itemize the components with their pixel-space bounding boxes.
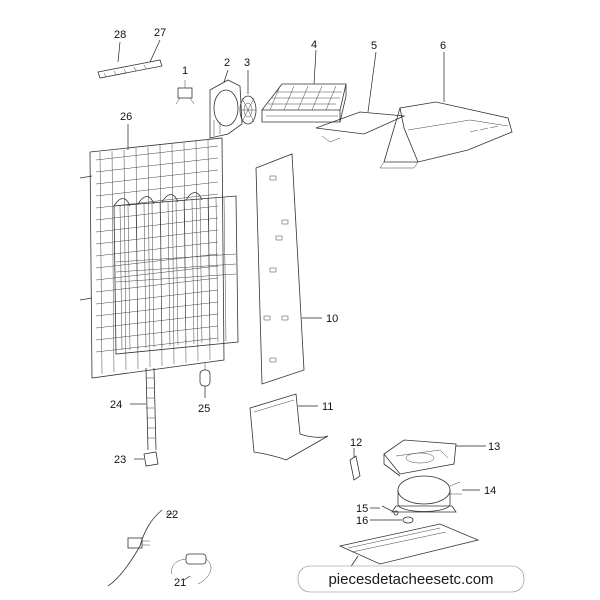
evap-tray-drawing <box>383 439 486 477</box>
part-label-25-text: 25 <box>198 403 210 415</box>
compressor-drawing <box>391 475 480 513</box>
part-label-2: 2 <box>224 57 230 69</box>
part-label-21: 21 <box>174 577 186 589</box>
capacitor-drawing <box>171 553 212 585</box>
hinge-bracket-drawing <box>97 39 163 79</box>
part-label-1: 1 <box>182 65 188 77</box>
hose-end-drawing <box>134 451 159 467</box>
part-label-24: 24 <box>110 399 122 411</box>
part-label-27: 27 <box>154 27 166 39</box>
part-label-13: 13 <box>488 441 500 453</box>
base-plate-drawing <box>338 523 480 569</box>
part-label-14: 14 <box>484 485 496 497</box>
part-label-23-text: 23 <box>114 454 126 466</box>
evaporator-drawing <box>261 49 347 123</box>
fan-housing-drawing <box>209 69 243 139</box>
drain-hose-drawing <box>130 367 157 451</box>
switch-drawing <box>175 80 195 105</box>
part-label-6: 6 <box>440 40 446 52</box>
watermark-text: piecesdetacheesetc.com <box>328 571 493 588</box>
part-label-3: 3 <box>244 57 250 69</box>
part-label-26: 26 <box>120 111 132 123</box>
part-label-11: 11 <box>322 401 333 413</box>
watermark-badge <box>297 565 525 593</box>
power-cord-drawing <box>107 509 174 587</box>
part-label-22-text: 22 <box>166 509 178 521</box>
duct-tray-drawing <box>379 52 513 169</box>
thermostat-bulb-drawing <box>199 362 211 398</box>
front-condenser-drawing <box>113 192 239 355</box>
part-label-28: 28 <box>114 29 126 41</box>
lower-panel-drawing <box>249 393 329 461</box>
cover-plate-drawing <box>315 51 406 143</box>
pin-drawing <box>349 448 361 481</box>
part-label-15: 15 <box>356 503 368 515</box>
fan-blade-drawing <box>239 70 257 125</box>
part-label-12: 12 <box>350 437 362 449</box>
clip-grommet-drawing <box>370 505 414 524</box>
condenser-grid-drawing <box>79 124 225 379</box>
part-label-5: 5 <box>371 40 377 52</box>
back-panel-drawing <box>255 153 322 385</box>
part-label-4: 4 <box>311 39 317 51</box>
part-label-16: 16 <box>356 515 368 527</box>
part-label-10: 10 <box>326 313 338 325</box>
